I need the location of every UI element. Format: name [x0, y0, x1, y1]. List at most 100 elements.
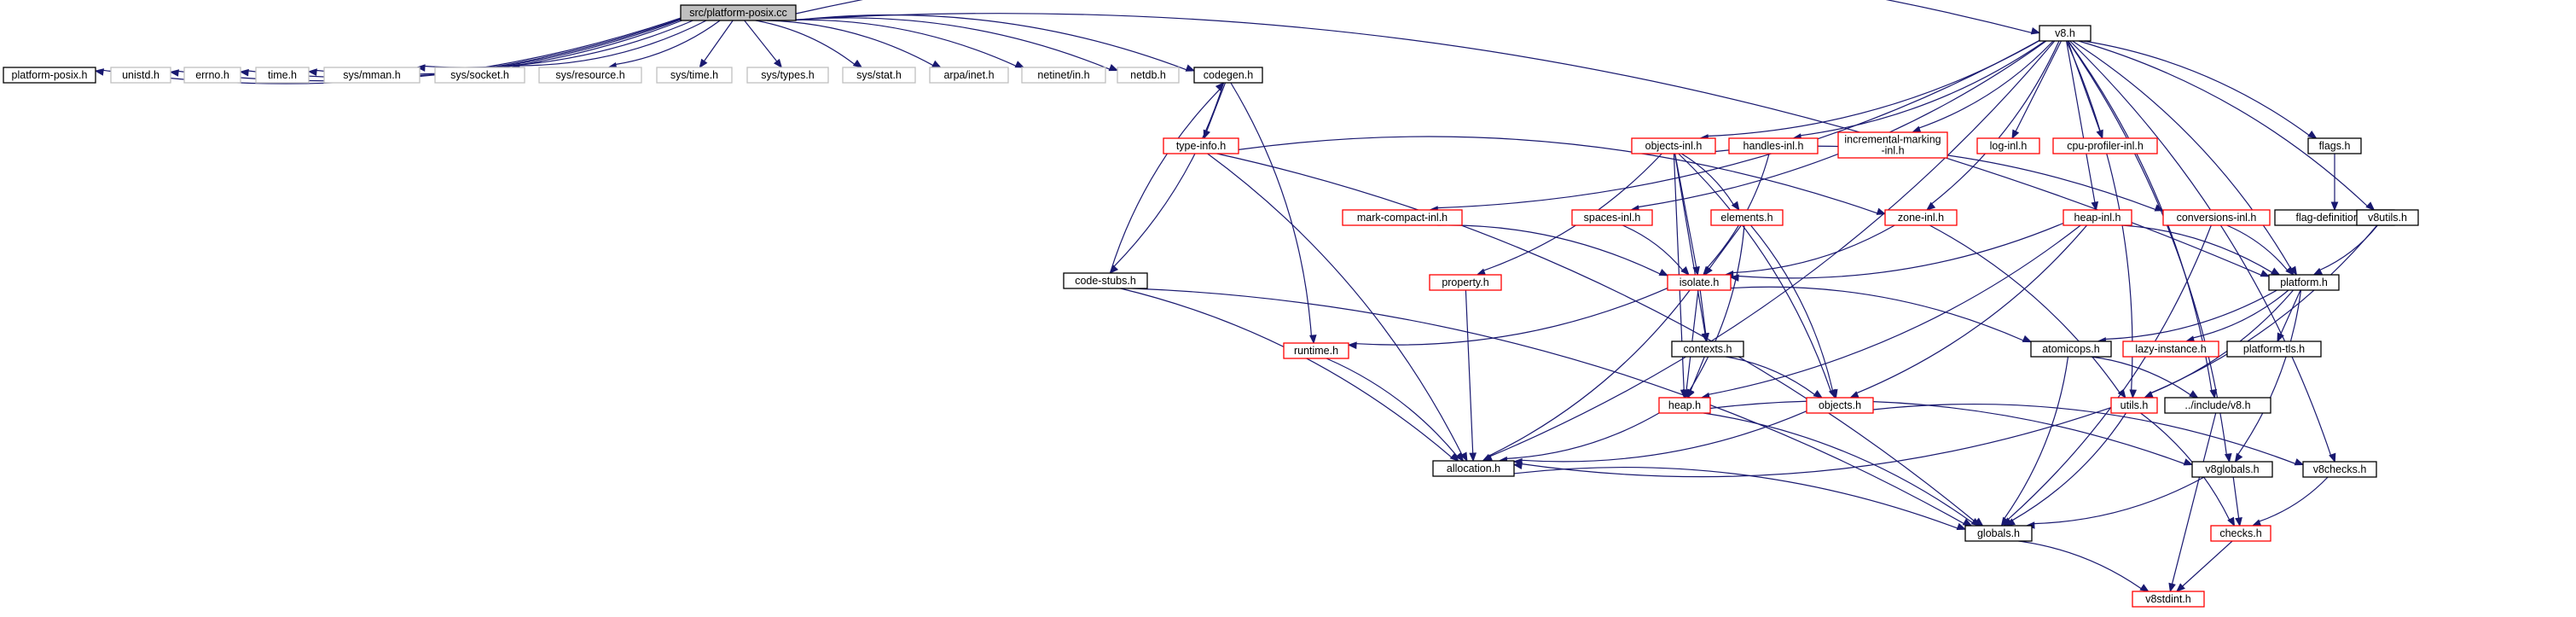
node-label: atomicops.h: [2042, 343, 2099, 355]
node-box: [2052, 137, 2158, 154]
node-type-info-h[interactable]: type-info.h: [1163, 137, 1239, 154]
node-sys-time-h: sys/time.h: [656, 67, 733, 84]
node-isolate-h[interactable]: isolate.h: [1667, 274, 1732, 291]
node-box: [1571, 209, 1653, 226]
node-box: [1976, 137, 2040, 154]
node-box: [1806, 397, 1874, 414]
edge-zone-inl-h-to-isolate-h: [1724, 224, 1895, 278]
node-v8utils-h[interactable]: v8utils.h: [2356, 209, 2419, 226]
node-conversions-inl-h[interactable]: conversions-inl.h: [2162, 209, 2271, 226]
node-box: [1631, 137, 1716, 154]
edge-mark-compact-inl-h-to-isolate-h: [1437, 224, 1669, 276]
node-label: objects-inl.h: [1645, 140, 1703, 152]
node-box: [2063, 209, 2132, 226]
node-box: [538, 67, 642, 84]
node-label: v8utils.h: [2368, 212, 2407, 224]
node-atomicops-h[interactable]: atomicops.h: [2030, 341, 2112, 358]
node-sys-mman-h: sys/mman.h: [323, 67, 421, 84]
node-errno-h: errno.h: [183, 67, 241, 84]
node-runtime-h[interactable]: runtime.h: [1283, 342, 1349, 359]
node-platform-tls-h[interactable]: platform-tls.h: [2226, 341, 2322, 358]
node-label: zone-inl.h: [1898, 212, 1944, 224]
node-heap-inl-h[interactable]: heap-inl.h: [2063, 209, 2132, 226]
node-objects-inl-h[interactable]: objects-inl.h: [1631, 137, 1716, 154]
node-utils-h[interactable]: utils.h: [2110, 397, 2158, 414]
node-label: elements.h: [1720, 212, 1772, 224]
node-property-h[interactable]: property.h: [1429, 274, 1502, 291]
edge-platform-posix-cc-to-sys-time-h: [699, 20, 734, 69]
node-platform-posix-h[interactable]: platform-posix.h: [3, 67, 96, 84]
node-incremental-marking-inl-h[interactable]: incremental-marking-inl.h: [1837, 131, 1948, 159]
edge-objects-inl-h-to-elements-h: [1680, 153, 1740, 212]
edge-v8-h-to-objects-inl-h: [1698, 40, 2040, 142]
node-platform-h[interactable]: platform.h: [2268, 274, 2340, 291]
node-label: objects.h: [1819, 399, 1861, 411]
node-v8stdint-h[interactable]: v8stdint.h: [2132, 591, 2205, 608]
node-box: [183, 67, 241, 84]
node-heap-h[interactable]: heap.h: [1658, 397, 1711, 414]
node-allocation-h[interactable]: allocation.h: [1432, 460, 1515, 477]
node-label: sys/types.h: [761, 69, 815, 81]
node-box: [1658, 397, 1711, 414]
edge-platform-posix-cc-to-v8-h: [795, 0, 2041, 35]
node-checks-h[interactable]: checks.h: [2210, 525, 2271, 542]
edge-heap-h-to-globals-h: [1703, 412, 1981, 527]
edge-platform-posix-cc-to-sys-mman-h: [415, 20, 693, 72]
edge-platform-h-to-v8globals-h: [2234, 289, 2302, 463]
node-codegen-h[interactable]: codegen.h: [1193, 67, 1263, 84]
node-label: property.h: [1442, 276, 1488, 288]
node-label: heap.h: [1668, 399, 1701, 411]
node-label: mark-compact-inl.h: [1357, 212, 1448, 224]
edge-v8utils-h-to-utils-h: [2143, 224, 2378, 399]
node-box: [110, 67, 171, 84]
edge-utils-h-to-checks-h: [2140, 412, 2236, 527]
edge-codegen-h-to-code-stubs-h: [1109, 82, 1225, 274]
edge-allocation-h-to-globals-h: [1513, 466, 1967, 531]
node-box: [1671, 341, 1744, 358]
edge-elements-h-to-isolate-h: [1703, 224, 1742, 276]
node-label: spaces-inl.h: [1584, 212, 1641, 224]
node-box: [680, 4, 797, 21]
node-v8globals-h[interactable]: v8globals.h: [2191, 461, 2273, 478]
node-box: [2110, 397, 2158, 414]
node-label: lazy-instance.h: [2135, 343, 2206, 355]
edge-heap-inl-h-to-isolate-h: [1729, 222, 2064, 282]
node-lazy-instance-h[interactable]: lazy-instance.h: [2122, 341, 2219, 358]
node-globals-h[interactable]: globals.h: [1964, 525, 2033, 542]
node-box: [1429, 274, 1502, 291]
node-box: [2302, 461, 2377, 478]
node-sys-types-h: sys/types.h: [746, 67, 829, 84]
node-contexts-h[interactable]: contexts.h: [1671, 341, 1744, 358]
edge-checks-h-to-v8stdint-h: [2175, 540, 2233, 592]
node-include-v8-h[interactable]: ../include/v8.h: [2164, 397, 2271, 414]
node-v8checks-h[interactable]: v8checks.h: [2302, 461, 2377, 478]
node-platform-posix-cc: src/platform-posix.cc: [680, 4, 797, 21]
node-log-inl-h[interactable]: log-inl.h: [1976, 137, 2040, 154]
node-handles-inl-h[interactable]: handles-inl.h: [1728, 137, 1819, 154]
edge-v8-h-to-log-inl-h: [2011, 40, 2063, 140]
node-v8-h[interactable]: v8.h: [2039, 25, 2092, 42]
node-code-stubs-h[interactable]: code-stubs.h: [1063, 272, 1148, 289]
node-spaces-inl-h[interactable]: spaces-inl.h: [1571, 209, 1653, 226]
node-label: v8checks.h: [2313, 463, 2367, 475]
node-label: platform.h: [2280, 276, 2328, 288]
node-cpu-profiler-inl-h[interactable]: cpu-profiler-inl.h: [2052, 137, 2158, 154]
edge-heap-h-to-v8globals-h: [1709, 400, 2194, 466]
node-box: [1728, 137, 1819, 154]
node-flags-h[interactable]: flags.h: [2307, 137, 2362, 154]
node-box: [2307, 137, 2362, 154]
node-mark-compact-inl-h[interactable]: mark-compact-inl.h: [1342, 209, 1463, 226]
node-label: sys/stat.h: [856, 69, 902, 81]
node-label: v8stdint.h: [2145, 593, 2191, 605]
edge-contexts-h-to-heap-h: [1687, 356, 1705, 399]
edge-objects-h-to-allocation-h: [1512, 410, 1807, 466]
edge-flags-h-to-flag-definitions-h: [2330, 154, 2339, 212]
node-label: globals.h: [1977, 527, 2020, 539]
edge-v8utils-h-to-platform-h: [2312, 224, 2378, 276]
node-sys-stat-h: sys/stat.h: [842, 67, 916, 84]
edge-elements-h-to-objects-h: [1750, 224, 1838, 399]
node-elements-h[interactable]: elements.h: [1710, 209, 1784, 226]
node-label: sys/mman.h: [343, 69, 400, 81]
node-objects-h[interactable]: objects.h: [1806, 397, 1874, 414]
node-zone-inl-h[interactable]: zone-inl.h: [1884, 209, 1958, 226]
